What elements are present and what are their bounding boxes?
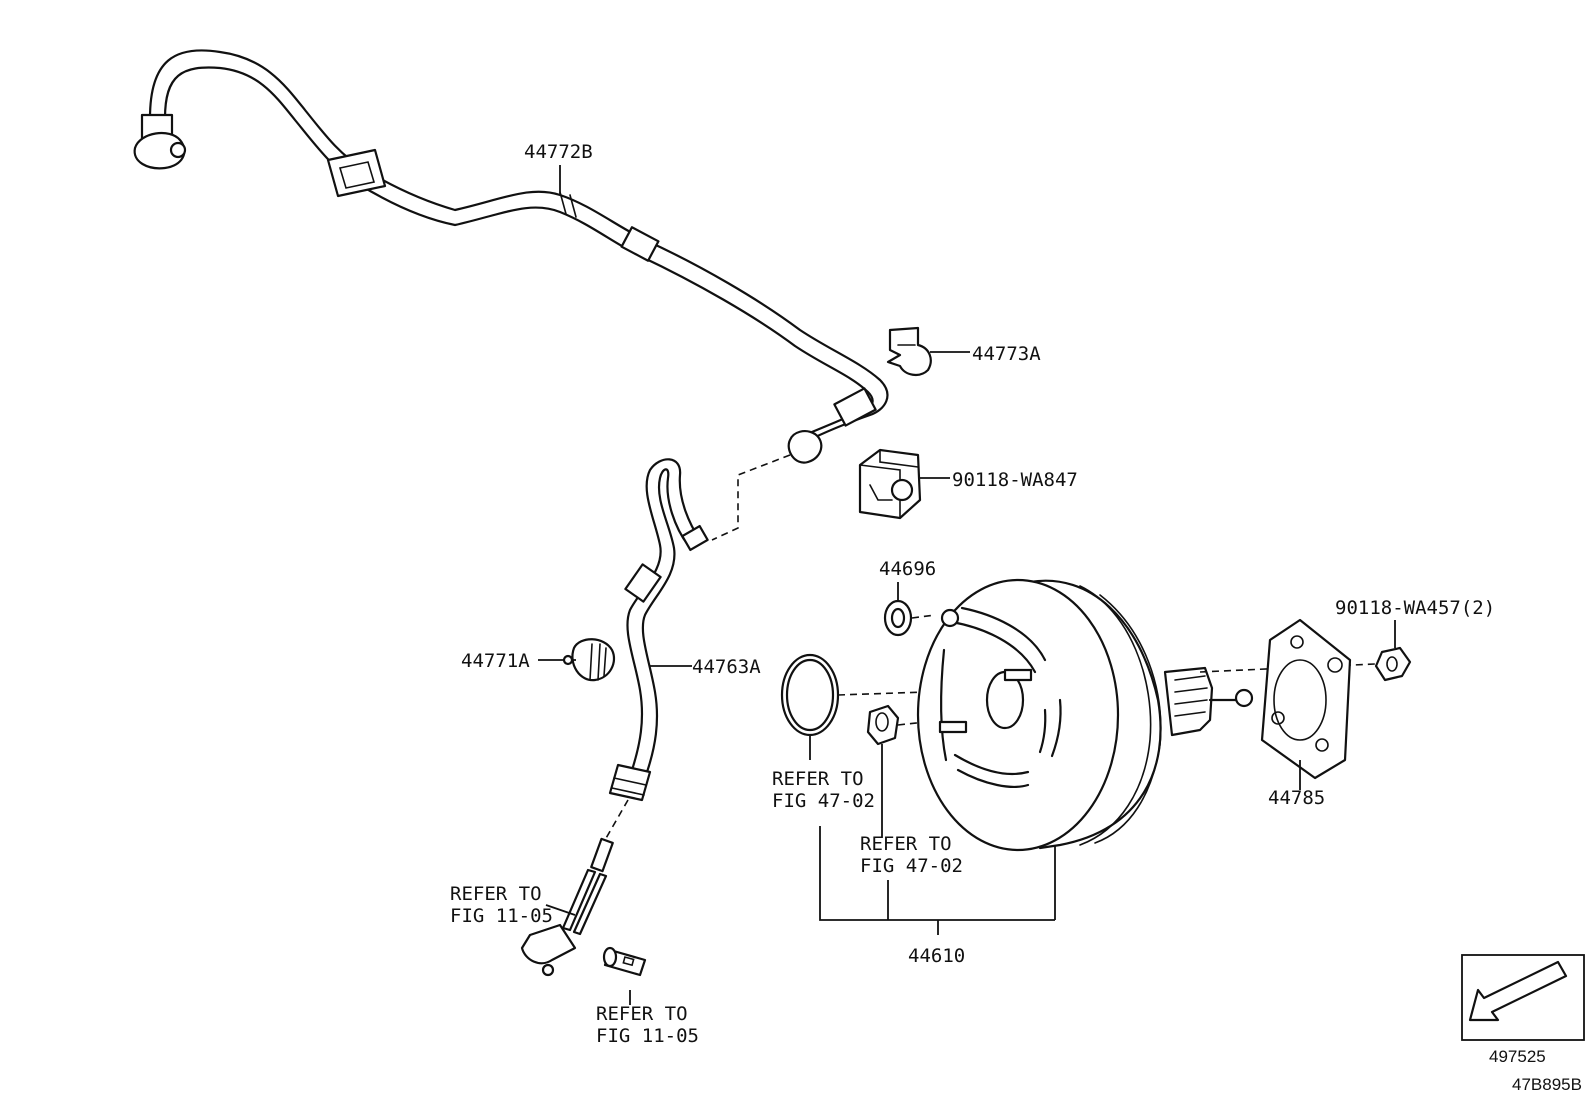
- label-44696: 44696: [879, 558, 936, 580]
- refer-ring-line1: REFER TO: [772, 768, 864, 790]
- label-44610: 44610: [908, 945, 965, 967]
- refer-nut-line1: REFER TO: [860, 833, 952, 855]
- refer-sensor-line2: FIG 11-05: [450, 905, 553, 927]
- connection-dashed-line: [711, 454, 791, 541]
- vacuum-hose-upper: [133, 49, 889, 464]
- direction-code: 497525: [1489, 1047, 1546, 1066]
- leader-lines: [545, 165, 1055, 1005]
- front-arrow-icon: [1461, 954, 1585, 1041]
- label-90118-WA457: 90118-WA457(2): [1335, 597, 1495, 619]
- sensor-dashed-line: [604, 799, 629, 841]
- label-90118-WA847: 90118-WA847: [952, 469, 1078, 491]
- brake-booster: [916, 578, 1376, 920]
- check-valve: [538, 638, 616, 682]
- refer-plug-line1: REFER TO: [596, 1003, 688, 1025]
- refer-nut-line2: FIG 47-02: [860, 855, 963, 877]
- gasket: [1260, 618, 1352, 790]
- hose-clip: [886, 326, 970, 376]
- figure-code: 47B895B: [1512, 1075, 1582, 1094]
- booster-nut: [866, 704, 926, 838]
- hose-clamp: [858, 448, 950, 520]
- refer-sensor-line1: REFER TO: [450, 883, 542, 905]
- vacuum-hose-lower: [608, 458, 709, 802]
- sensor-plug: [602, 946, 647, 977]
- label-44785: 44785: [1268, 787, 1325, 809]
- label-44763A: 44763A: [692, 656, 761, 678]
- mounting-nut: [1374, 620, 1412, 682]
- grommet: [883, 582, 936, 637]
- vacuum-sensor: [520, 837, 614, 977]
- label-44772B: 44772B: [524, 141, 593, 163]
- refer-plug-line2: FIG 11-05: [596, 1025, 699, 1047]
- refer-ring-line2: FIG 47-02: [772, 790, 875, 812]
- label-44771A: 44771A: [461, 650, 530, 672]
- label-44773A: 44773A: [972, 343, 1041, 365]
